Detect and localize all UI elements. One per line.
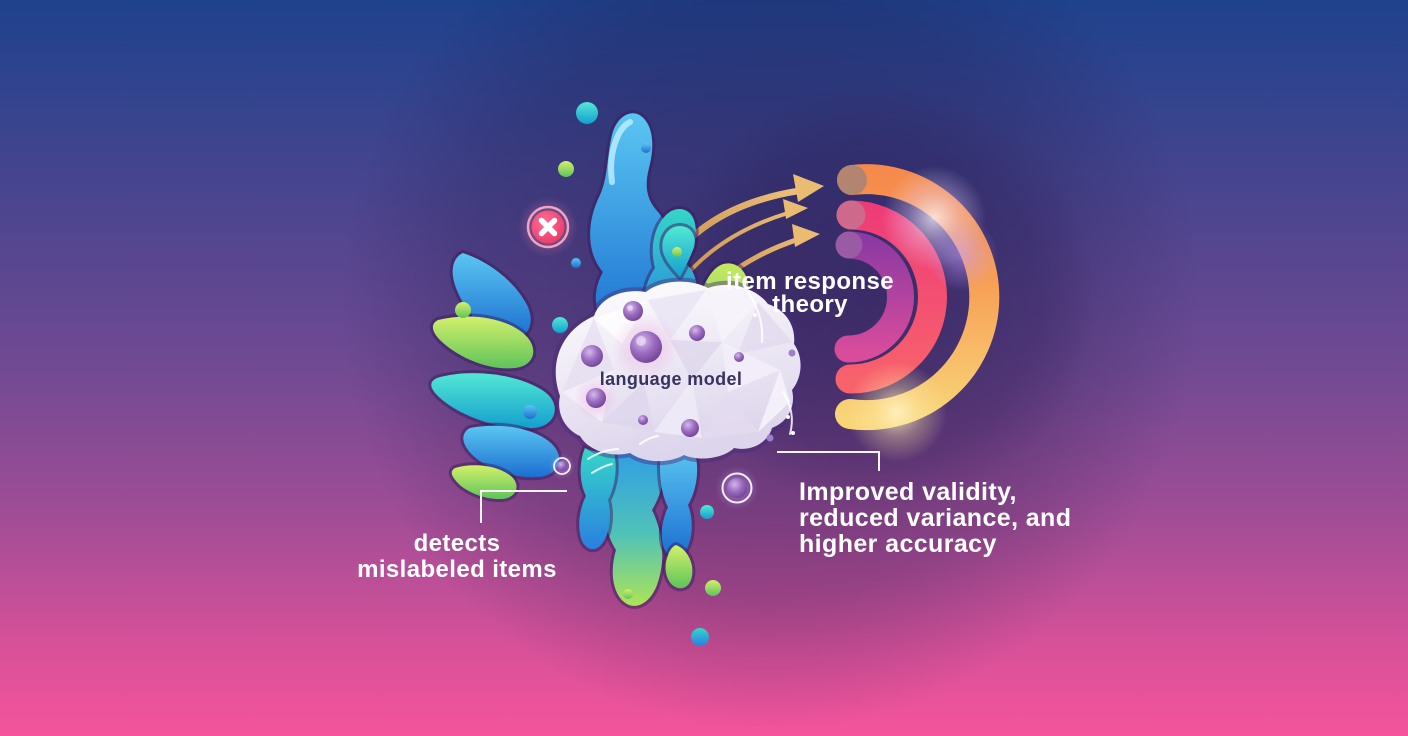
paint-dots <box>455 102 721 646</box>
arc-inner-cap <box>835 231 863 259</box>
brain-label: language model <box>600 369 743 389</box>
right-callout-line <box>777 451 880 471</box>
dot-blue <box>523 405 537 419</box>
right-note-line2: reduced variance, and <box>799 504 1071 532</box>
motion-dash <box>782 391 793 435</box>
right-note-line3: higher accuracy <box>799 530 997 558</box>
right-note-line1: Improved validity, <box>799 478 1017 506</box>
mini-dot-purple <box>766 434 774 442</box>
arrow-bottom-head <box>792 224 820 247</box>
dot-lime <box>455 302 471 318</box>
x-mark-icon <box>518 197 578 257</box>
dot-blue <box>571 258 581 268</box>
motion-dash <box>587 448 619 460</box>
bubble-ring-large <box>715 466 759 510</box>
dot-teal <box>552 317 568 333</box>
dot-lime <box>558 161 574 177</box>
dot-lime <box>623 589 633 599</box>
arc-glow-side <box>926 219 998 291</box>
dot-lime <box>705 580 721 596</box>
sparkle-dot <box>786 415 790 419</box>
bubble-ring-small <box>549 453 575 479</box>
left-note-line2: mislabeled items <box>357 556 557 583</box>
motion-dash <box>747 291 764 343</box>
arrow-top-head <box>793 174 824 202</box>
arc-outer-cap <box>837 165 867 195</box>
sparkle-dot <box>791 431 795 435</box>
callout-lines <box>480 451 880 523</box>
dot-teal <box>576 102 598 124</box>
left-note-line1: detects <box>414 530 501 557</box>
motion-dash <box>639 435 659 445</box>
dot-lime <box>672 247 682 257</box>
arc-inner <box>834 231 914 363</box>
arrow-middle-head <box>783 199 808 219</box>
splash-droplet-lime <box>430 313 537 372</box>
sparkle-dot <box>753 313 757 317</box>
splash-highlight <box>608 119 633 185</box>
arc-middle-cap <box>836 200 866 230</box>
irt-label-line1: item response <box>726 268 894 295</box>
splash-drip-lime <box>662 542 696 592</box>
brain-orbs <box>574 301 744 437</box>
badge-x-glyph <box>538 217 558 237</box>
dot-blue <box>641 143 651 153</box>
dot-teal <box>691 628 709 646</box>
low-poly-brain-icon: language model <box>551 277 805 466</box>
text-labels: item response theory detects mislabeled … <box>357 268 1071 583</box>
badge-ring <box>526 205 570 249</box>
arc-glow-bottom <box>847 362 947 462</box>
concentric-arcs-icon <box>834 164 1000 462</box>
accent-marks <box>549 291 796 510</box>
dot-teal <box>700 505 714 519</box>
irt-label-line2: theory <box>772 291 848 318</box>
left-callout-line <box>480 490 567 523</box>
mini-dot-purple <box>788 349 796 357</box>
splash-drip-left <box>576 445 619 553</box>
motion-dash <box>591 463 613 474</box>
